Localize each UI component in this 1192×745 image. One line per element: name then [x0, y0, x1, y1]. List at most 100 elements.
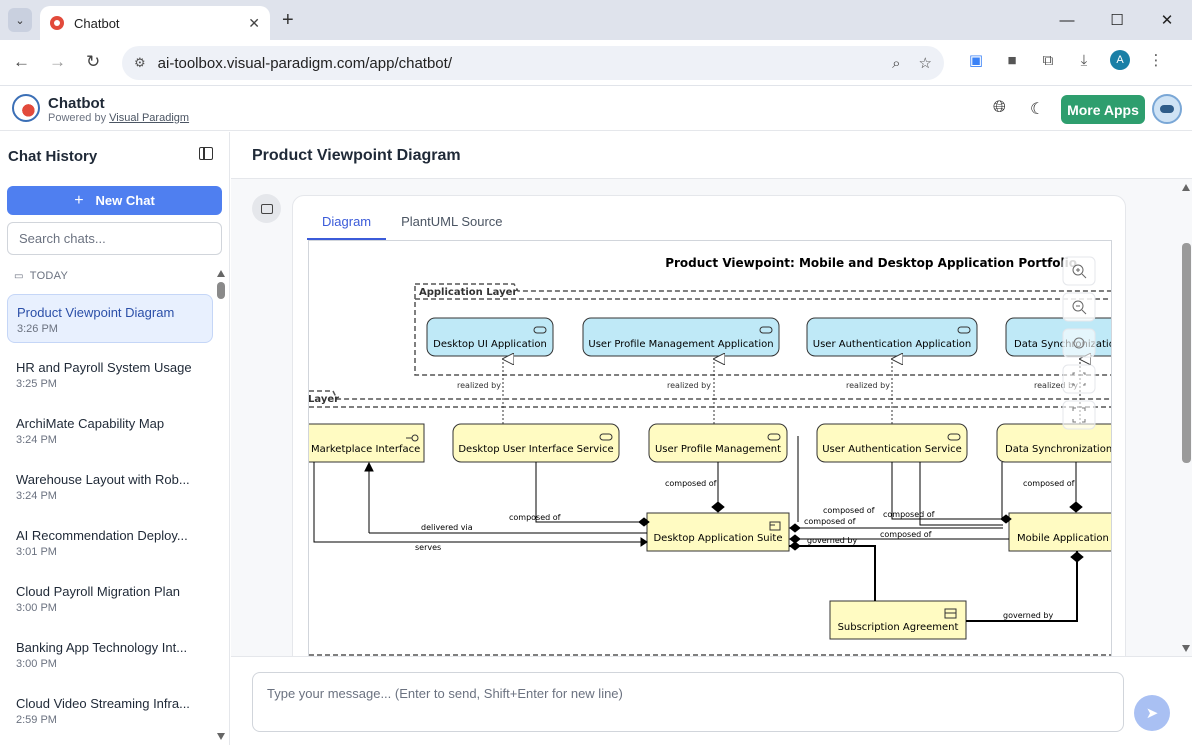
chat-item[interactable]: AI Recommendation Deploy... 3:01 PM — [7, 518, 213, 567]
business-service-data-sync[interactable]: Data Synchronization — [996, 423, 1112, 463]
browser-menu-icon[interactable]: ⋮ — [1148, 52, 1164, 69]
chat-item-title: Banking App Technology Int... — [16, 640, 188, 655]
tab-plantuml-source[interactable]: PlantUML Source — [401, 214, 503, 229]
bot-avatar[interactable] — [1152, 94, 1182, 124]
app-component-user-profile[interactable]: User Profile Management Application — [582, 317, 780, 357]
dark-mode-icon[interactable]: ☾ — [1030, 101, 1045, 118]
download-icon[interactable]: ⤓ — [1080, 51, 1088, 69]
chat-item[interactable]: Cloud Payroll Migration Plan 3:00 PM — [7, 574, 213, 623]
chat-item[interactable]: Warehouse Layout with Rob... 3:24 PM — [7, 462, 213, 511]
chat-item-title: AI Recommendation Deploy... — [16, 528, 188, 543]
tab-search-button[interactable]: ⌄ — [8, 8, 32, 32]
new-chat-button[interactable]: + New Chat — [7, 186, 222, 215]
app-component-user-auth[interactable]: User Authentication Application — [806, 317, 978, 357]
fit-screen-icon[interactable] — [1062, 364, 1096, 394]
product-mobile-suite[interactable]: Mobile Application S — [1008, 512, 1112, 552]
message-input[interactable] — [252, 672, 1124, 732]
business-interface-marketplace[interactable]: Marketplace Interface — [309, 423, 425, 463]
scroll-down-icon[interactable] — [217, 733, 225, 740]
business-service-label: Data Synchronization — [1005, 444, 1112, 455]
fullscreen-icon[interactable] — [1062, 400, 1096, 430]
edge-label: governed by — [807, 536, 857, 545]
business-service-user-profile[interactable]: User Profile Management — [648, 423, 788, 463]
reload-icon[interactable]: ↻ — [86, 52, 101, 71]
diagram-tabs: Diagram PlantUML Source — [307, 210, 518, 240]
composer: ➤ — [231, 656, 1192, 745]
sidebar-scrollbar[interactable] — [216, 270, 225, 740]
chat-item-time: 3:24 PM — [16, 434, 57, 446]
scroll-up-icon[interactable] — [1182, 184, 1190, 191]
scrollbar-thumb[interactable] — [217, 282, 225, 299]
powered-by-text: Powered by — [48, 112, 107, 124]
scrollbar-thumb[interactable] — [1182, 243, 1191, 463]
bookmark-star-icon[interactable]: ☆ — [918, 55, 932, 72]
maximize-icon[interactable]: ☐ — [1110, 12, 1124, 29]
site-settings-icon[interactable]: ⚙ — [134, 55, 146, 70]
zoom-icon[interactable]: ⌕ — [892, 54, 901, 72]
reset-zoom-icon[interactable] — [1062, 328, 1096, 358]
new-tab-button[interactable]: + — [282, 9, 294, 31]
send-button[interactable]: ➤ — [1134, 695, 1170, 731]
zoom-out-icon[interactable] — [1062, 292, 1096, 322]
edge-label: composed of — [665, 479, 717, 488]
chat-history-sidebar: Chat History + New Chat ▭TODAY Product V… — [0, 132, 230, 745]
favicon-icon — [50, 16, 64, 30]
close-window-icon[interactable]: ✕ — [1160, 12, 1174, 29]
extension-icon[interactable]: ■ — [1007, 51, 1017, 69]
app-component-label: Desktop UI Application — [433, 339, 547, 350]
search-chats-input[interactable] — [7, 222, 222, 255]
forward-icon[interactable]: → — [49, 52, 66, 71]
product-desktop-suite[interactable]: Desktop Application Suite — [646, 512, 790, 552]
contract-label: Subscription Agreement — [838, 622, 959, 633]
scroll-up-icon[interactable] — [217, 270, 225, 277]
chat-item[interactable]: ArchiMate Capability Map 3:24 PM — [7, 406, 213, 455]
app-header: Chatbot Powered by Visual Paradigm 🌐︎ ☾ … — [0, 87, 1192, 131]
browser-tab-bar: ⌄ Chatbot ✕ + — ☐ ✕ — [0, 0, 1192, 40]
sidebar-toggle-icon[interactable] — [199, 147, 213, 160]
edge-label: composed of — [804, 517, 856, 526]
edge-label: serves — [415, 543, 441, 552]
edge-label: composed of — [883, 510, 935, 519]
extension-icon[interactable]: ▣ — [968, 52, 984, 69]
new-chat-label: New Chat — [95, 193, 155, 208]
calendar-icon: ▭ — [14, 271, 24, 282]
visual-paradigm-link[interactable]: Visual Paradigm — [109, 112, 190, 124]
scroll-down-icon[interactable] — [1182, 645, 1190, 652]
address-bar[interactable]: ⚙ ai-toolbox.visual-paradigm.com/app/cha… — [122, 46, 944, 80]
send-icon: ➤ — [1145, 705, 1159, 722]
chat-item-title: Cloud Video Streaming Infra... — [16, 696, 190, 711]
main-scrollbar[interactable] — [1181, 180, 1192, 656]
profile-avatar[interactable]: A — [1110, 50, 1130, 70]
app-component-label: User Profile Management Application — [588, 339, 773, 350]
section-label: TODAY — [29, 270, 69, 282]
business-service-user-auth[interactable]: User Authentication Service — [816, 423, 968, 463]
business-service-label: User Profile Management — [655, 444, 781, 455]
tab-diagram[interactable]: Diagram — [307, 210, 387, 240]
business-layer-group — [309, 390, 1111, 400]
chat-item[interactable]: HR and Payroll System Usage 3:25 PM — [7, 350, 213, 399]
globe-icon[interactable]: 🌐︎ — [993, 99, 1006, 116]
zoom-in-icon[interactable] — [1062, 256, 1096, 286]
app-component-label: User Authentication Application — [813, 339, 971, 350]
edge-label: realized by — [667, 381, 711, 390]
close-tab-icon[interactable]: ✕ — [248, 14, 260, 31]
browser-tab[interactable]: Chatbot ✕ — [40, 6, 270, 40]
business-service-desktop-ui[interactable]: Desktop User Interface Service — [452, 423, 620, 463]
app-component-data-sync[interactable]: Data Synchronization — [1005, 317, 1112, 357]
edge-label: composed of — [823, 506, 875, 515]
contract-subscription-agreement[interactable]: Subscription Agreement — [829, 600, 967, 640]
back-icon[interactable]: ← — [13, 52, 30, 71]
minimize-icon[interactable]: — — [1059, 11, 1075, 29]
extensions-puzzle-icon[interactable]: ⧉ — [1042, 51, 1054, 69]
chat-item[interactable]: Banking App Technology Int... 3:00 PM — [7, 630, 213, 679]
chat-item[interactable]: Cloud Video Streaming Infra... 2:59 PM — [7, 686, 213, 735]
main-panel: Product Viewpoint Diagram Diagram PlantU… — [231, 132, 1192, 745]
diagram-canvas[interactable]: Product Viewpoint: Mobile and Desktop Ap… — [308, 240, 1112, 656]
chat-item[interactable]: Product Viewpoint Diagram 3:26 PM — [7, 294, 213, 343]
edge-label: realized by — [457, 381, 501, 390]
edge-label: composed of — [509, 513, 561, 522]
chat-item-title: Cloud Payroll Migration Plan — [16, 584, 181, 599]
more-apps-button[interactable]: More Apps — [1061, 95, 1145, 124]
url-text[interactable]: ai-toolbox.visual-paradigm.com/app/chatb… — [157, 54, 452, 72]
app-component-desktop-ui[interactable]: Desktop UI Application — [426, 317, 554, 357]
